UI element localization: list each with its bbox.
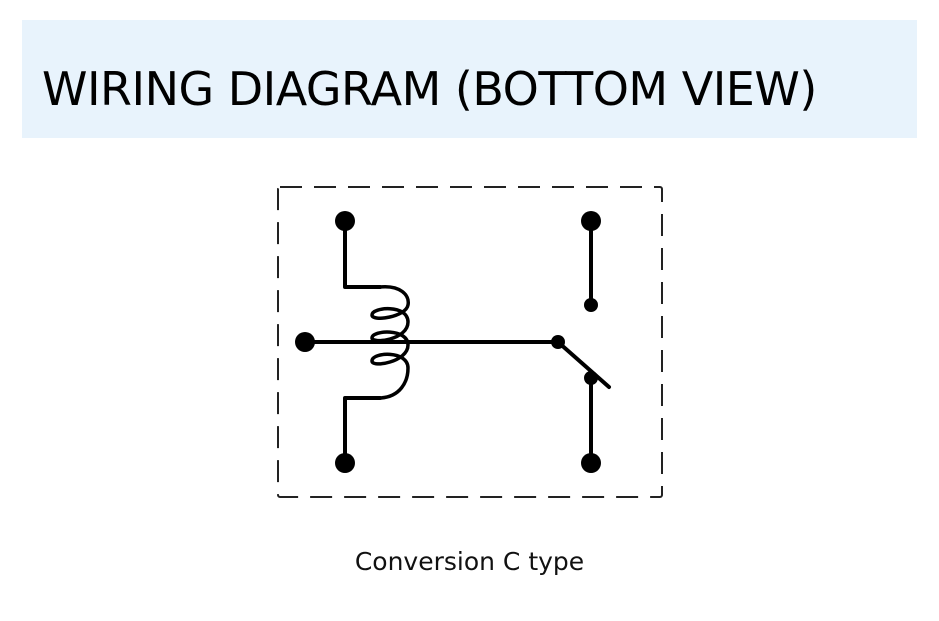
contact-lower <box>584 371 598 385</box>
switch-arm <box>556 340 611 389</box>
contact-upper <box>584 298 598 312</box>
terminal-common <box>295 332 315 352</box>
contact-pivot <box>551 335 565 349</box>
title-banner: WIRING DIAGRAM (BOTTOM VIEW) <box>22 20 917 138</box>
relay-outline <box>277 186 663 498</box>
terminal-right-bottom <box>581 453 601 473</box>
coil-upper-lead <box>343 219 382 289</box>
terminal-right-top <box>581 211 601 231</box>
coil <box>370 285 410 400</box>
terminal-coil-top <box>335 211 355 231</box>
terminal-coil-bottom <box>335 453 355 473</box>
diagram-caption: Conversion C type <box>354 547 585 576</box>
page-title: WIRING DIAGRAM (BOTTOM VIEW) <box>42 62 817 116</box>
coil-lower-lead <box>343 396 382 465</box>
